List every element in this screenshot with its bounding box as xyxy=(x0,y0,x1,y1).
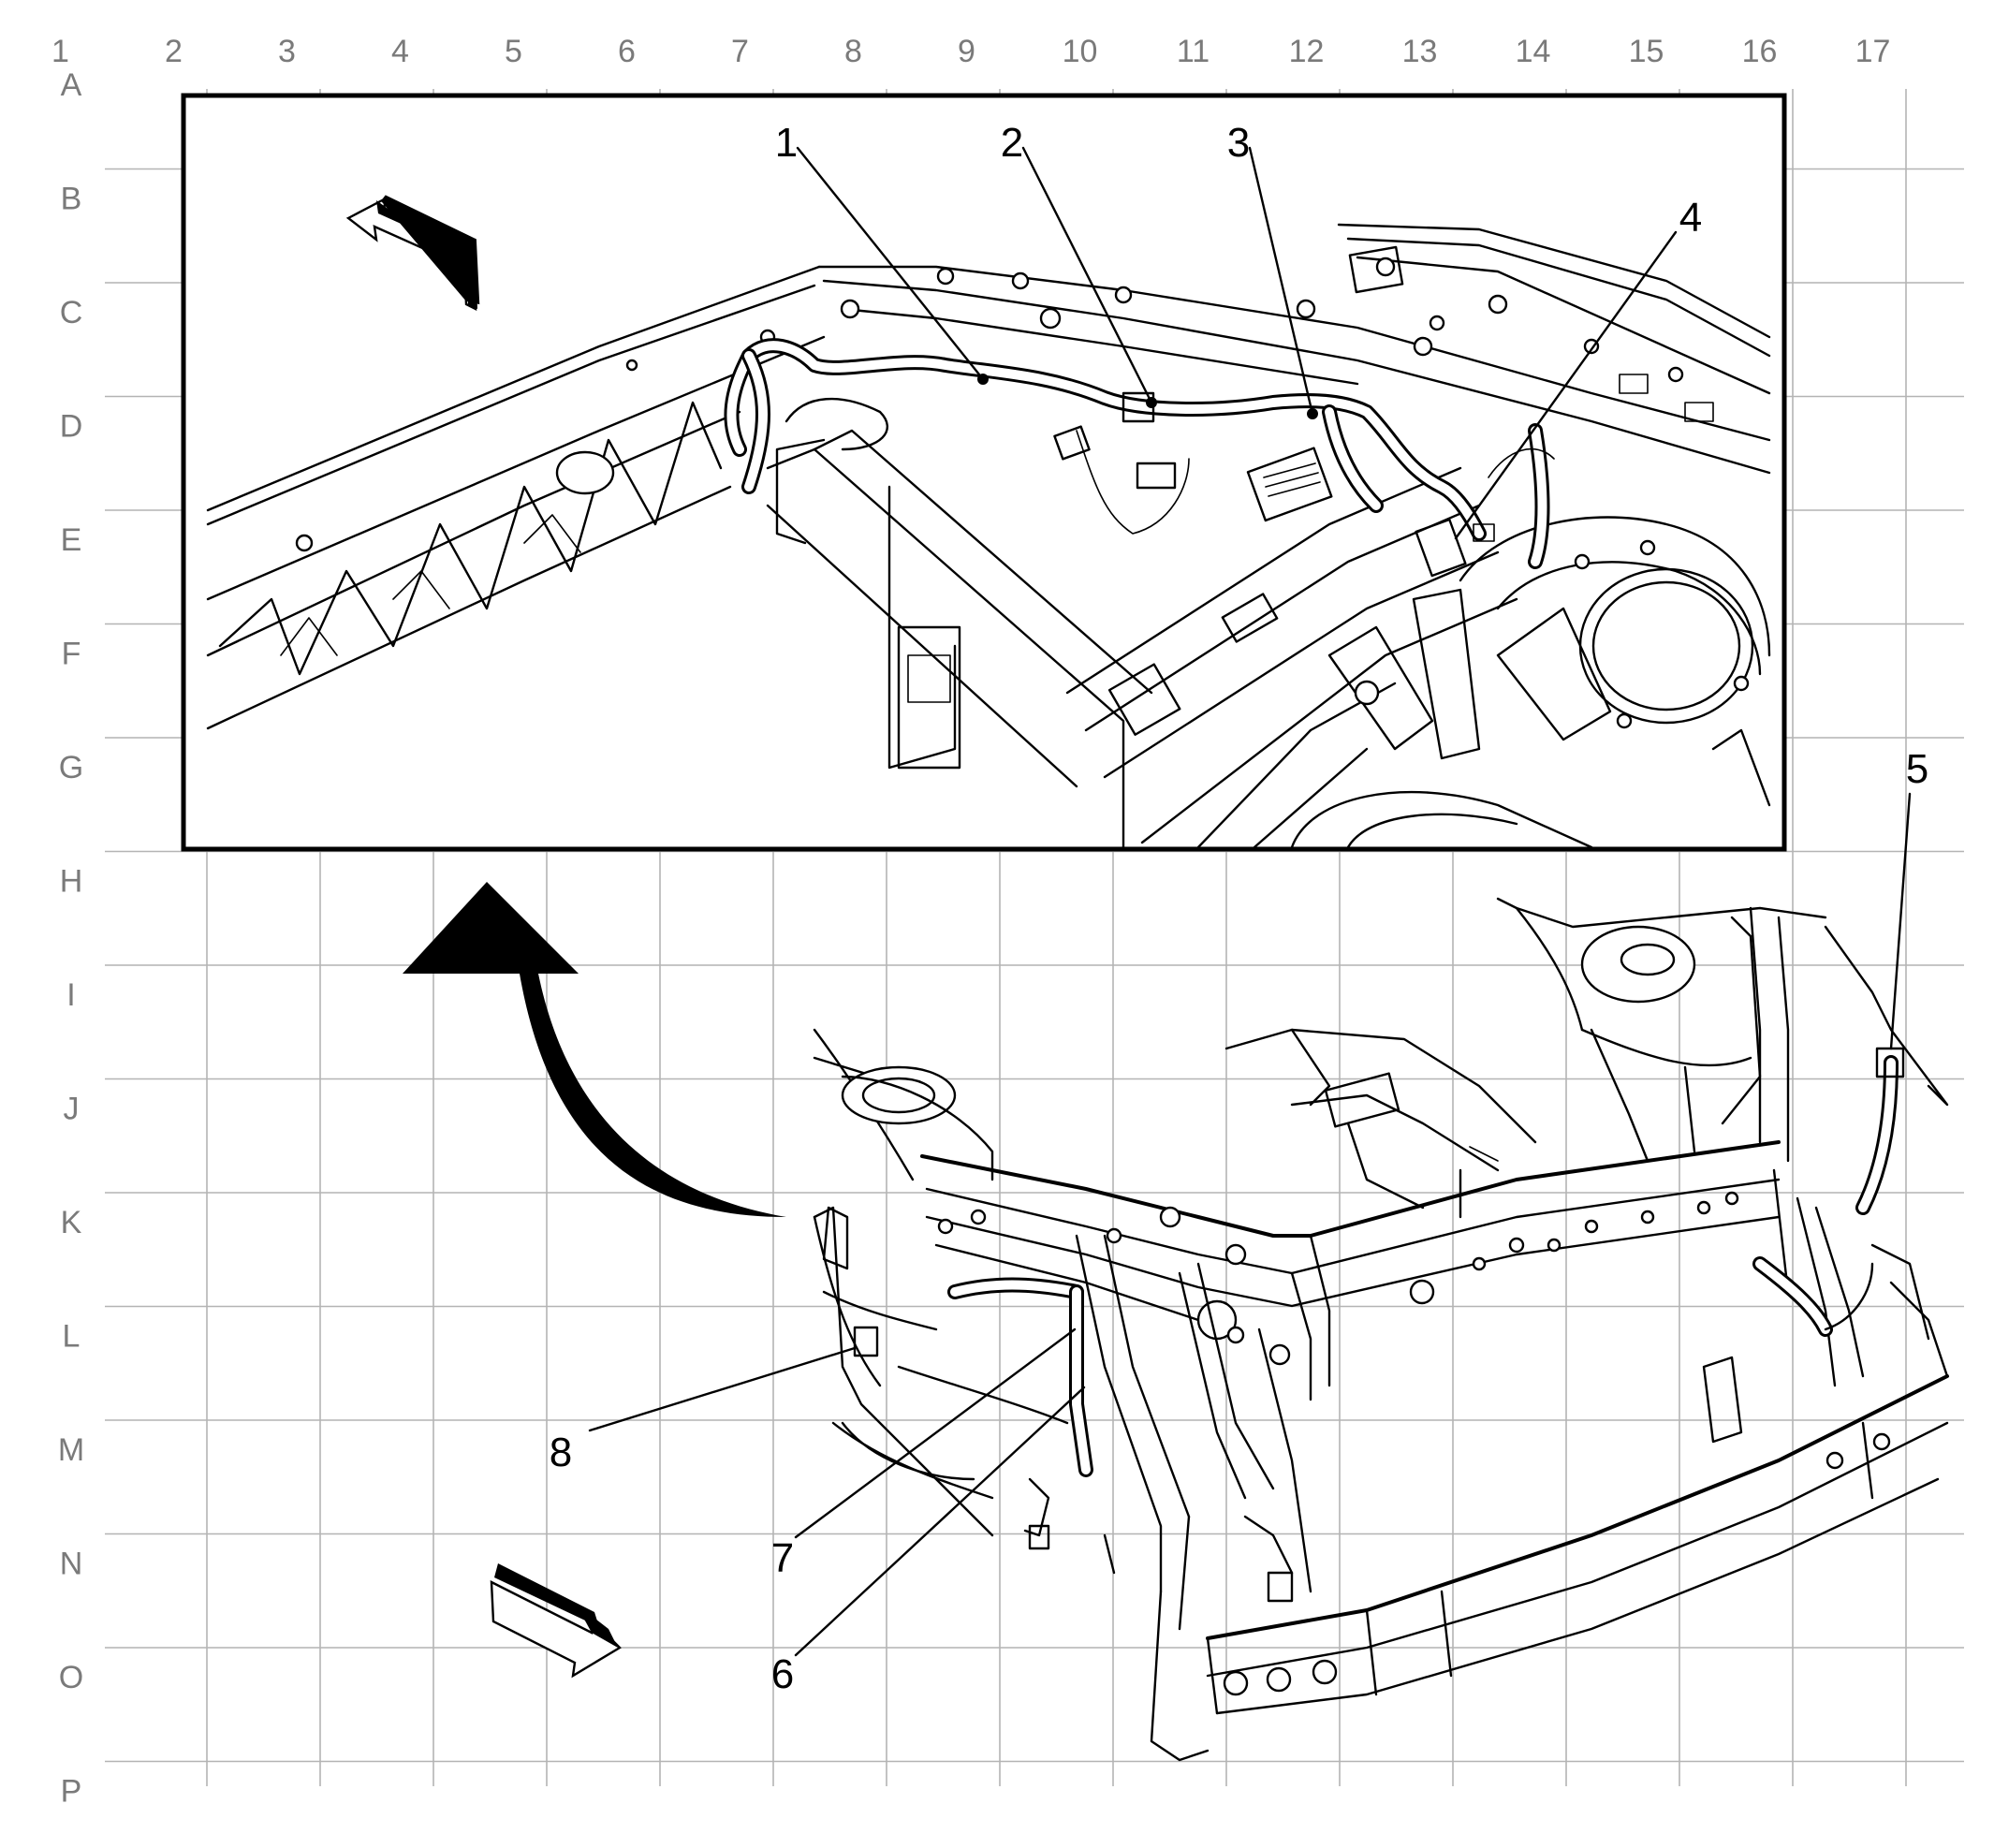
grid-column-label: 6 xyxy=(618,34,636,69)
callout-7: 7 xyxy=(771,1535,794,1581)
inset-frame xyxy=(181,93,1787,852)
grid-row-label: A xyxy=(61,67,82,103)
callout-labels: 1 2 3 4 5 6 7 8 xyxy=(550,120,1928,1697)
callout-6: 6 xyxy=(771,1651,794,1697)
grid-column-label: 12 xyxy=(1289,34,1325,69)
grid-row-label: B xyxy=(61,182,82,217)
grid-row-label: K xyxy=(61,1205,82,1240)
grid-row-label: E xyxy=(61,522,82,558)
grid-column-label: 17 xyxy=(1855,34,1891,69)
inset-drawing xyxy=(206,146,1771,849)
front-direction-arrow-icon xyxy=(345,195,480,311)
grid-column-label: 4 xyxy=(391,34,409,69)
callout-8: 8 xyxy=(550,1430,572,1475)
grid-row-label: N xyxy=(60,1547,83,1582)
grid-column-label: 5 xyxy=(505,34,522,69)
front-direction-arrow-icon xyxy=(490,1563,622,1679)
main-frame-view xyxy=(490,792,1949,1762)
grid-row-label: C xyxy=(60,295,83,330)
grid-row-label: D xyxy=(60,409,83,445)
grid-column-label: 2 xyxy=(165,34,183,69)
callout-1: 1 xyxy=(775,120,798,166)
grid-row-label: M xyxy=(58,1432,84,1468)
grid-row-label: I xyxy=(66,977,75,1013)
grid-row-labels: A B C D E F G H I J K L M N O P xyxy=(58,67,84,1810)
grid-column-label: 8 xyxy=(844,34,862,69)
grid-column-label: 15 xyxy=(1629,34,1664,69)
grid-column-label: 13 xyxy=(1402,34,1438,69)
grid-row-label: F xyxy=(62,637,81,672)
callout-2: 2 xyxy=(1001,120,1023,166)
callout-4: 4 xyxy=(1679,195,1702,241)
grid-column-label: 14 xyxy=(1516,34,1551,69)
grid-row-label: P xyxy=(61,1774,82,1810)
grid-row-label: L xyxy=(63,1319,81,1355)
curved-detail-arrow-icon xyxy=(403,882,786,1217)
grid-column-label: 11 xyxy=(1177,34,1210,69)
grid-column-label: 1 xyxy=(51,34,69,69)
grid-column-label: 3 xyxy=(278,34,296,69)
callout-5: 5 xyxy=(1906,746,1928,792)
grid-column-label: 9 xyxy=(958,34,975,69)
grid-column-label: 16 xyxy=(1742,34,1778,69)
inset-detail-view xyxy=(181,93,1787,852)
grid-row-label: J xyxy=(64,1092,80,1127)
grid-row-label: H xyxy=(60,864,83,900)
grid-row-label: O xyxy=(59,1660,83,1695)
grid-row-label: G xyxy=(59,750,83,785)
callout-3: 3 xyxy=(1227,120,1250,166)
grid-column-label: 7 xyxy=(731,34,749,69)
grid-column-label: 10 xyxy=(1063,34,1098,69)
